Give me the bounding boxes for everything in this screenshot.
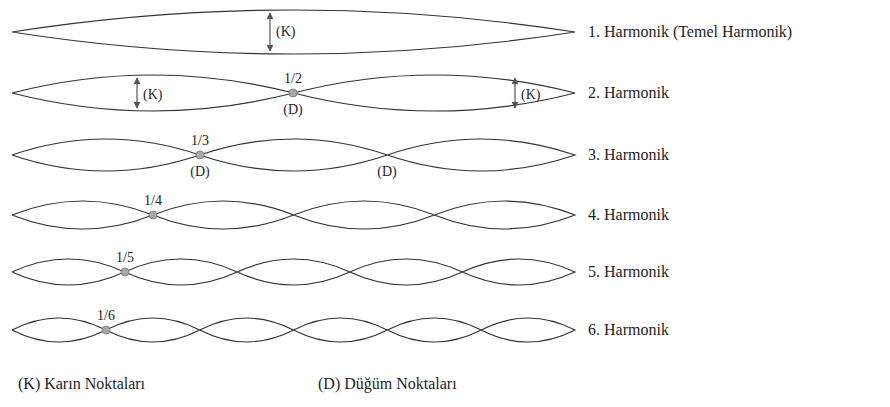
antinode-label: (K) [521, 88, 540, 102]
harmonic-label: 6. Harmonik [588, 322, 669, 338]
wave-envelope [12, 259, 575, 285]
legend-text: (K) Karın Noktaları [18, 376, 145, 392]
antinode-label: (K) [276, 25, 295, 39]
node-dot [196, 151, 204, 159]
harmonic-label: 3. Harmonik [588, 147, 669, 163]
wave-envelope [12, 10, 575, 54]
legend-text: (D) Düğüm Noktaları [318, 376, 457, 392]
harmonic-label: 4. Harmonik [588, 207, 669, 223]
node-dot [102, 326, 110, 334]
harmonic-label: 1. Harmonik (Temel Harmonik) [588, 24, 792, 40]
node-label: (D) [190, 165, 209, 179]
fraction-label: 1/4 [144, 194, 162, 208]
node-dots [102, 89, 297, 334]
standing-wave [12, 10, 575, 342]
amplitude-arrow [269, 13, 270, 51]
amplitude-arrow [136, 78, 137, 108]
wave-envelope [12, 139, 575, 171]
antinode-label: (K) [143, 88, 162, 102]
fraction-label: 1/6 [97, 309, 115, 323]
node-dot [149, 211, 157, 219]
fraction-label: 1/5 [116, 251, 134, 265]
wave-envelope [12, 201, 575, 229]
fraction-label: 1/3 [191, 134, 209, 148]
fraction-label: 1/2 [284, 72, 302, 86]
node-dot [121, 268, 129, 276]
node-label: (D) [283, 103, 302, 117]
node-label: (D) [377, 165, 396, 179]
harmonic-label: 2. Harmonik [588, 85, 669, 101]
wave-envelope [12, 318, 575, 342]
amplitude-arrow [514, 78, 515, 108]
node-dot [289, 89, 297, 97]
harmonic-label: 5. Harmonik [588, 264, 669, 280]
